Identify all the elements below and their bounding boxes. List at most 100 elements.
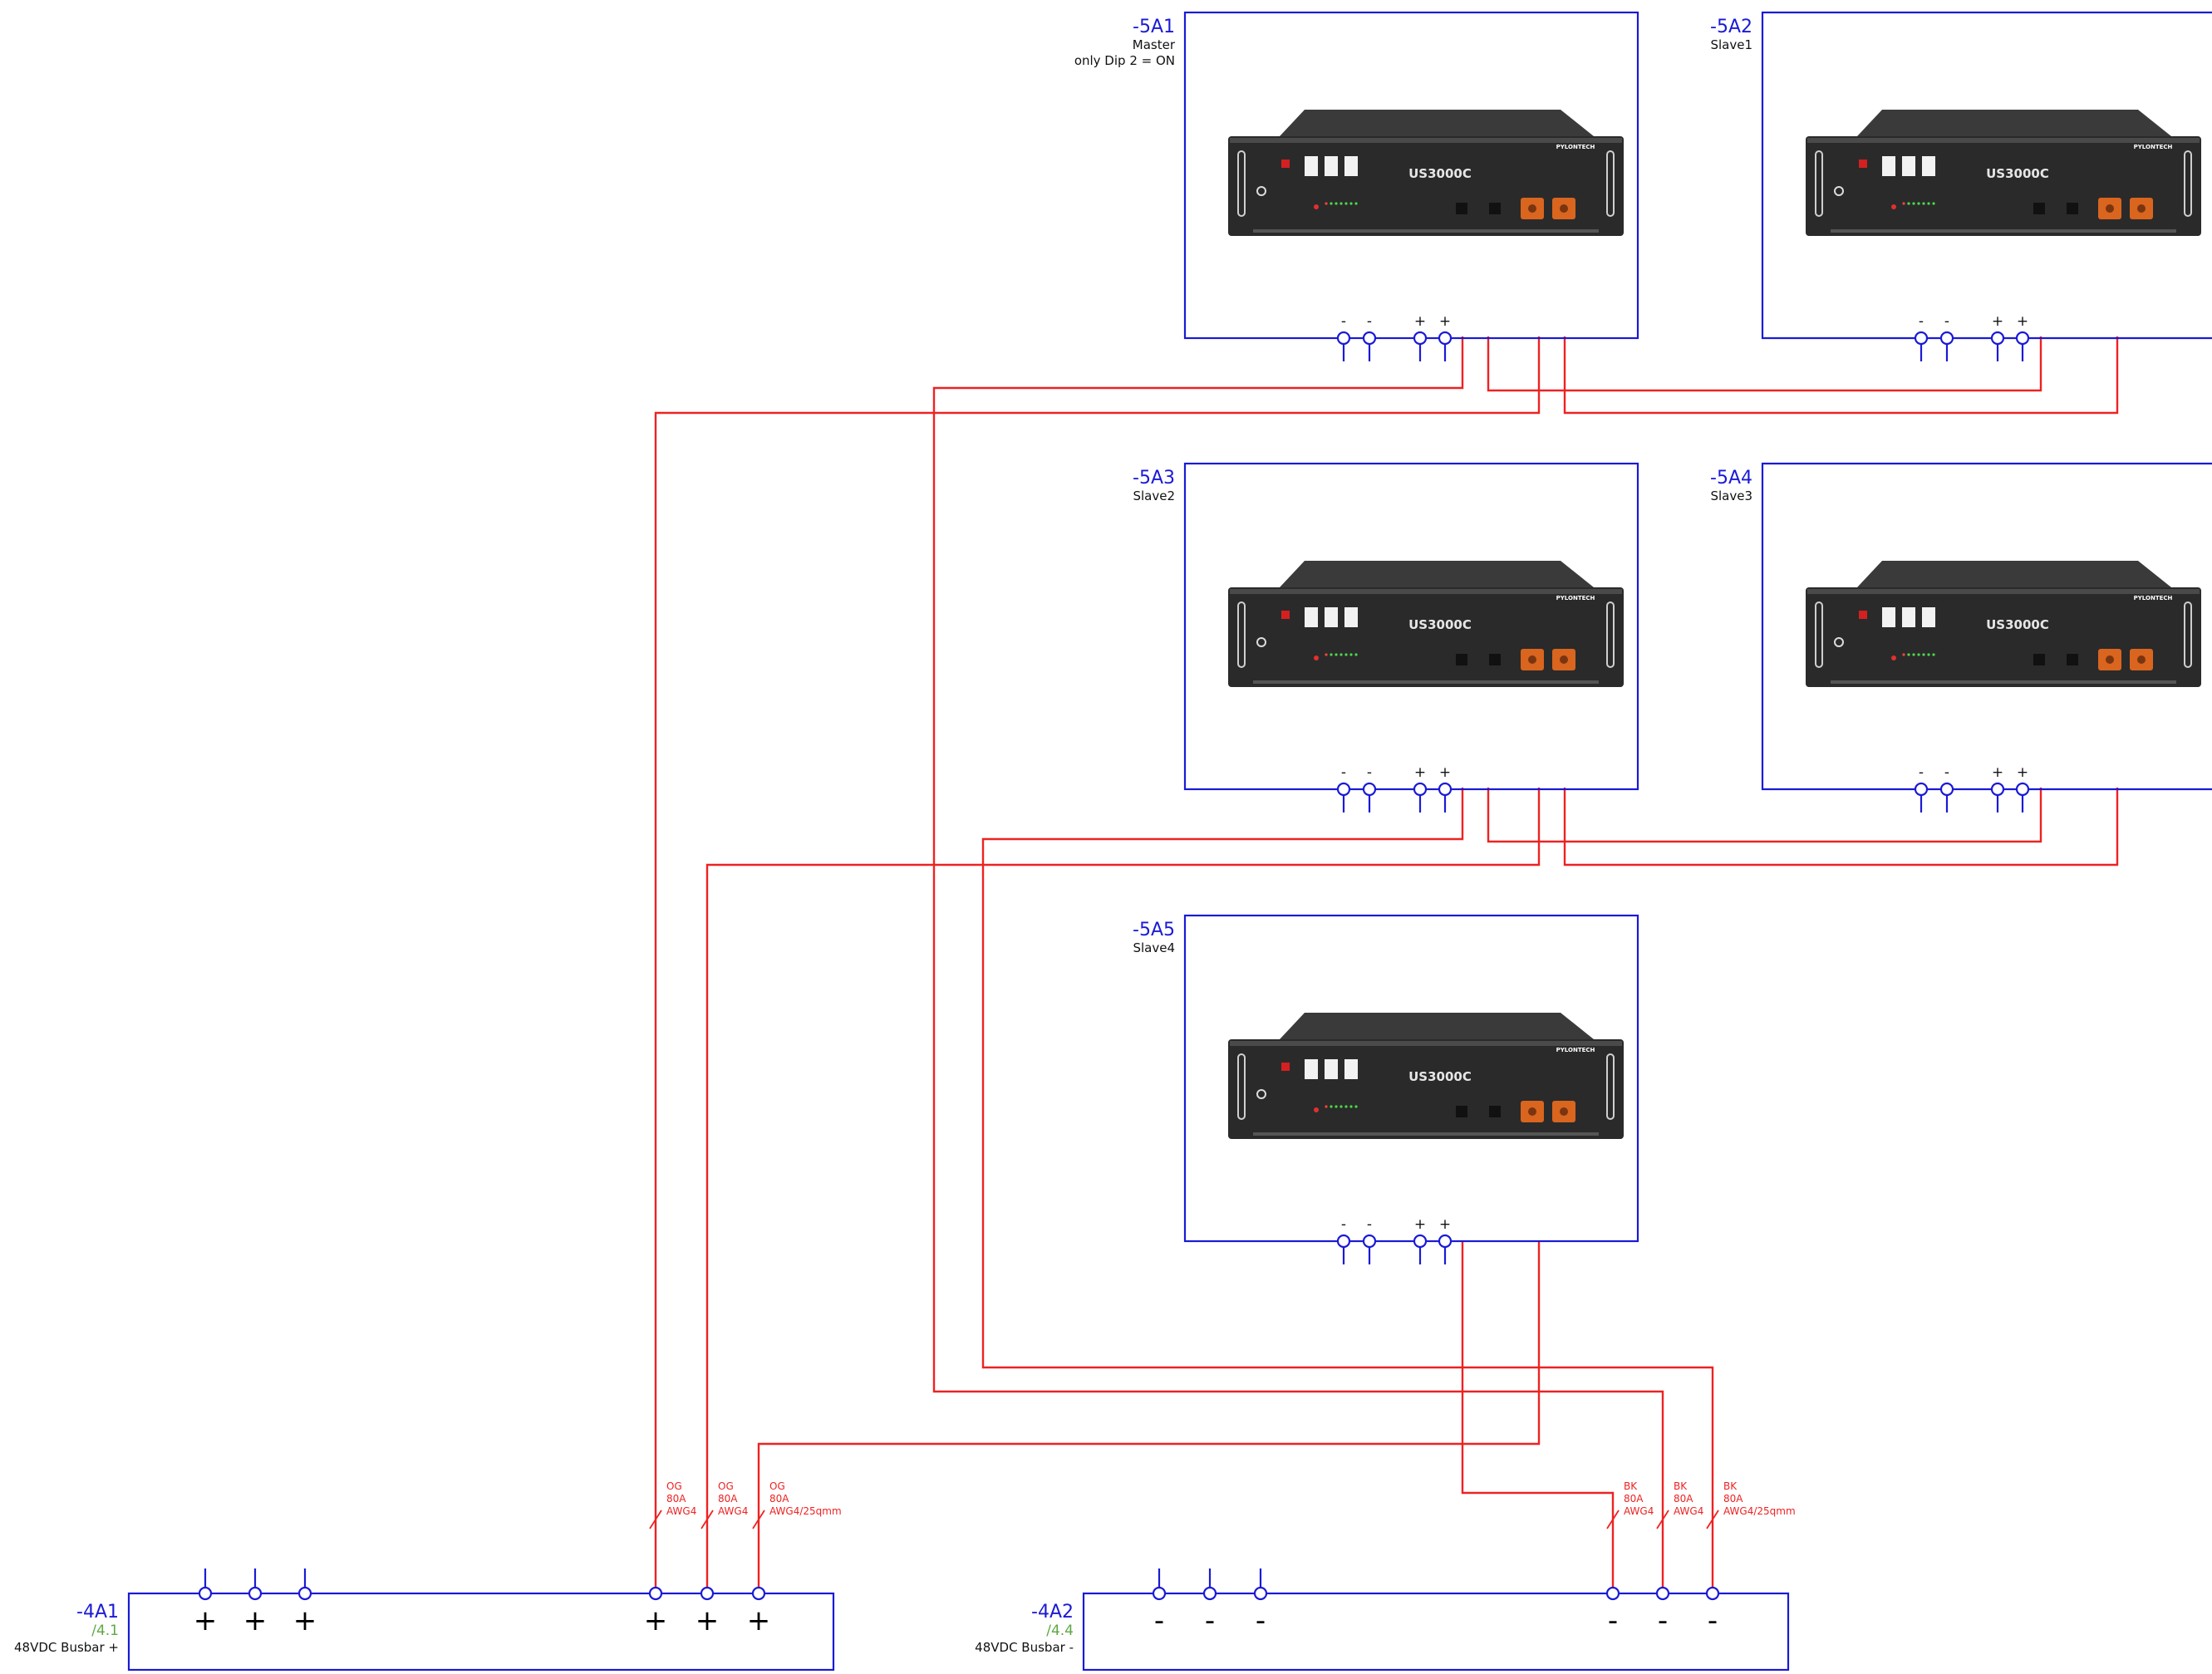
comm-port	[1489, 654, 1501, 665]
cable-color-code: BK	[1723, 1480, 1738, 1492]
battery-model-label: US3000C	[1408, 617, 1472, 632]
connection-point	[648, 1586, 663, 1601]
pin-label: -	[1919, 313, 1924, 330]
polarity-sign: -	[1658, 1604, 1668, 1637]
polarity-sign: -	[1708, 1604, 1718, 1637]
cable-current: 80A	[1624, 1493, 1644, 1505]
status-led	[1344, 1105, 1348, 1108]
power-switch	[1281, 1063, 1290, 1071]
cable-color-code: OG	[666, 1480, 682, 1492]
pin-label: +	[1439, 764, 1451, 781]
status-led	[1335, 202, 1338, 205]
cable-tick	[752, 1510, 765, 1529]
dip-slot	[1882, 156, 1895, 176]
terminal-bolt	[2106, 655, 2114, 664]
pin-label: -	[1341, 1216, 1346, 1233]
connection-point	[297, 1586, 312, 1601]
polarity-sign: +	[293, 1604, 317, 1637]
connection-point	[1914, 331, 1929, 346]
dc-cable	[1487, 788, 2042, 843]
connection-point	[1705, 1586, 1720, 1601]
cable-color-code: BK	[1624, 1480, 1638, 1492]
status-led	[1354, 1105, 1358, 1108]
comm-port	[2033, 654, 2045, 665]
terminal-bolt	[1560, 204, 1568, 213]
cable-color-code: BK	[1674, 1480, 1688, 1492]
module-tag: -5A1	[1133, 17, 1175, 37]
status-led	[1927, 202, 1930, 205]
status-led	[1354, 653, 1358, 656]
module-note: only Dip 2 = ON	[1074, 53, 1175, 68]
pin-label: +	[1992, 313, 2003, 330]
polarity-sign: -	[1256, 1604, 1266, 1637]
busbar-name: 48VDC Busbar +	[14, 1640, 119, 1655]
comm-port	[1456, 654, 1467, 665]
pin-label: -	[1367, 313, 1372, 330]
left-handle	[1237, 601, 1246, 668]
module-tag: -5A4	[1710, 468, 1752, 488]
power-switch	[1281, 160, 1290, 168]
status-led	[1912, 202, 1915, 205]
cable-size: AWG4/25qmm	[769, 1505, 842, 1517]
power-switch	[1281, 611, 1290, 619]
comm-port	[2067, 203, 2078, 214]
comm-port	[1456, 203, 1467, 214]
left-handle	[1815, 601, 1823, 668]
status-led	[1330, 653, 1333, 656]
status-led	[1922, 653, 1925, 656]
terminal-bolt	[2137, 204, 2146, 213]
reset-button	[1834, 637, 1844, 647]
page-reference: /4.1	[91, 1622, 119, 1639]
connection-point	[1336, 782, 1351, 797]
connection-point	[1336, 331, 1351, 346]
battery-lid	[1280, 1013, 1594, 1039]
module-frame	[1761, 11, 2212, 340]
cable-size: AWG4	[666, 1505, 696, 1517]
status-led	[1344, 653, 1348, 656]
dc-cable	[1461, 1241, 1615, 1588]
connection-point	[198, 1586, 213, 1601]
battery-edge	[1807, 589, 2200, 594]
terminal-bolt	[1528, 655, 1536, 664]
connection-point	[1438, 1234, 1453, 1249]
status-led	[1907, 202, 1910, 205]
polarity-sign: -	[1608, 1604, 1618, 1637]
connection-point	[700, 1586, 715, 1601]
connection-point	[1438, 331, 1453, 346]
battery-brand-label: PYLONTECH	[1556, 144, 1595, 150]
dc-cable	[932, 336, 1664, 1588]
right-handle	[1606, 1053, 1615, 1120]
left-handle	[1237, 1053, 1246, 1120]
polarity-sign: +	[194, 1604, 218, 1637]
cable-size: AWG4/25qmm	[1723, 1505, 1796, 1517]
module-frame	[1183, 462, 1639, 791]
dip-slot	[1325, 1059, 1338, 1079]
battery-body	[1806, 587, 2201, 687]
pin-label: +	[1414, 1216, 1426, 1233]
dc-cable	[981, 788, 1714, 1588]
alarm-led	[1314, 204, 1319, 209]
pin-label: -	[1367, 764, 1372, 781]
module-tag: -5A3	[1133, 468, 1175, 488]
terminal-bolt	[2106, 204, 2114, 213]
pin-label: +	[2017, 313, 2028, 330]
alarm-led	[1891, 655, 1896, 660]
comm-port	[1489, 203, 1501, 214]
battery-edge	[1807, 138, 2200, 143]
cable-current: 80A	[718, 1493, 738, 1505]
cable-current: 80A	[666, 1493, 686, 1505]
battery-model-label: US3000C	[1986, 617, 2049, 632]
connection-point	[1990, 331, 2005, 346]
cable-current: 80A	[1723, 1493, 1743, 1505]
module-frame	[1183, 914, 1639, 1243]
reset-button	[1256, 637, 1266, 647]
status-led	[1335, 1105, 1338, 1108]
status-led	[1335, 653, 1338, 656]
